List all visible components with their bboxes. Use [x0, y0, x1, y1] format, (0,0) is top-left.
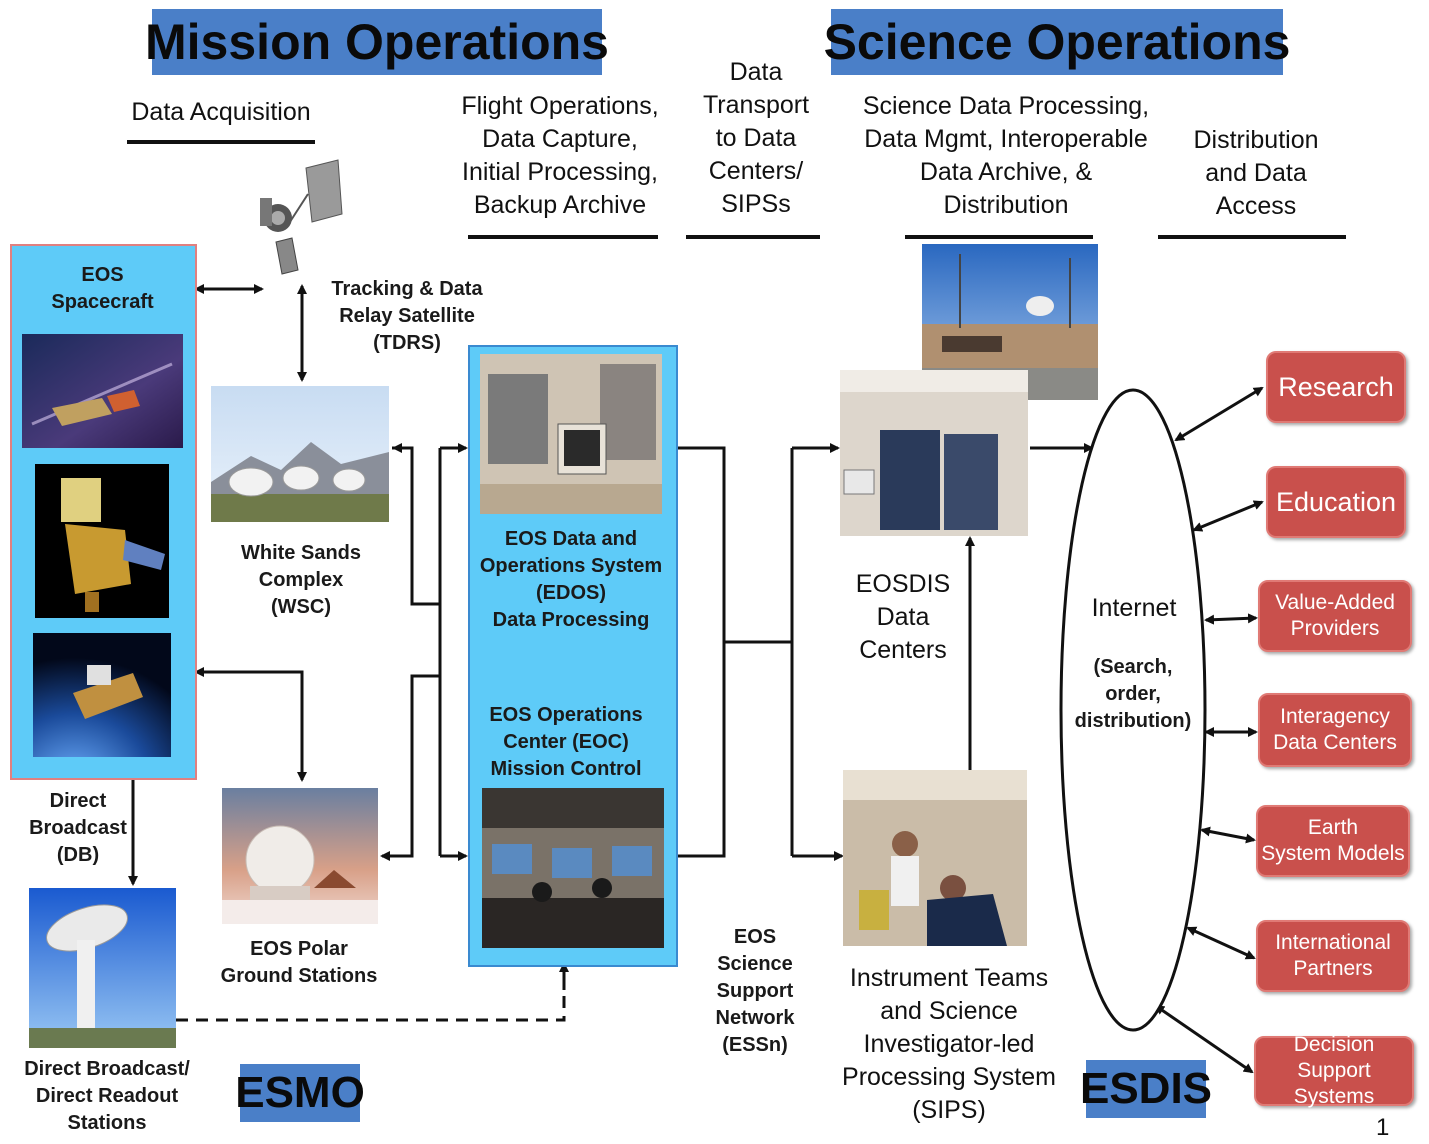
eoc-photo	[482, 788, 664, 948]
user-box-education: Education	[1266, 466, 1406, 538]
polar-label: EOS Polar Ground Stations	[220, 938, 378, 987]
sips-photo	[843, 770, 1027, 946]
header-distribution: Distribution and Data Access	[1193, 126, 1319, 220]
user-box-value-added: Value-Added Providers	[1258, 580, 1412, 652]
user-box-interagency: Interagency Data Centers	[1258, 693, 1412, 767]
spacecraft-photo-1	[22, 334, 183, 448]
spacecraft-photo-3	[33, 633, 171, 757]
header-rule-science	[905, 235, 1093, 239]
data-centers-label: EOSDIS Data Centers	[855, 570, 951, 664]
header-science-processing: Science Data Processing, Data Mgmt, Inte…	[862, 92, 1150, 219]
edos-label: EOS Data and Operations System (EDOS) Da…	[479, 528, 663, 631]
page-number: 1	[1376, 1114, 1390, 1141]
header-data-transport: Data Transport to Data Centers/ SIPSs	[702, 58, 810, 218]
db-station-photo	[29, 888, 176, 1048]
header-data-acquisition: Data Acquisition	[131, 98, 311, 126]
spacecraft-photo-2	[35, 464, 169, 618]
header-rule-flight	[468, 235, 658, 239]
header-rule-acquisition	[127, 140, 315, 144]
data-center-computers-photo	[840, 370, 1028, 536]
eoc-label: EOS Operations Center (EOC) Mission Cont…	[489, 704, 643, 780]
tdrs-satellite-icon	[260, 159, 343, 275]
header-flight-operations: Flight Operations, Data Capture, Initial…	[461, 92, 659, 219]
user-box-international: International Partners	[1256, 920, 1410, 992]
db-stations-label: Direct Broadcast/ Direct Readout Station…	[24, 1058, 190, 1134]
mission-operations-banner: Mission Operations	[145, 9, 609, 75]
tdrs-label: Tracking & Data Relay Satellite (TDRS)	[331, 278, 483, 354]
header-rule-transport	[686, 235, 820, 239]
header-rule-distribution	[1158, 235, 1346, 239]
internet-sub-label: (Search, order, distribution)	[1074, 656, 1192, 732]
wsc-photo	[211, 386, 389, 522]
sips-label: Instrument Teams and Science Investigato…	[842, 964, 1056, 1124]
user-box-research: Research	[1266, 351, 1406, 423]
essn-label: EOS Science Support Network (ESSn)	[715, 926, 795, 1056]
direct-broadcast-label: Direct Broadcast (DB)	[29, 790, 127, 866]
spacecraft-label: EOS Spacecraft	[51, 264, 154, 313]
user-box-earth-system-models: Earth System Models	[1256, 805, 1410, 877]
user-box-decision-support: Decision Support Systems	[1254, 1033, 1414, 1108]
science-operations-banner: Science Operations	[824, 9, 1290, 75]
edos-photo	[480, 354, 662, 514]
polar-station-photo	[222, 788, 378, 924]
esdis-label: ESDIS	[1080, 1060, 1212, 1118]
esmo-label: ESMO	[235, 1064, 365, 1122]
internet-label: Internet	[1091, 594, 1177, 622]
internet-ellipse	[1059, 388, 1207, 1032]
wsc-label: White Sands Complex (WSC)	[240, 542, 361, 618]
